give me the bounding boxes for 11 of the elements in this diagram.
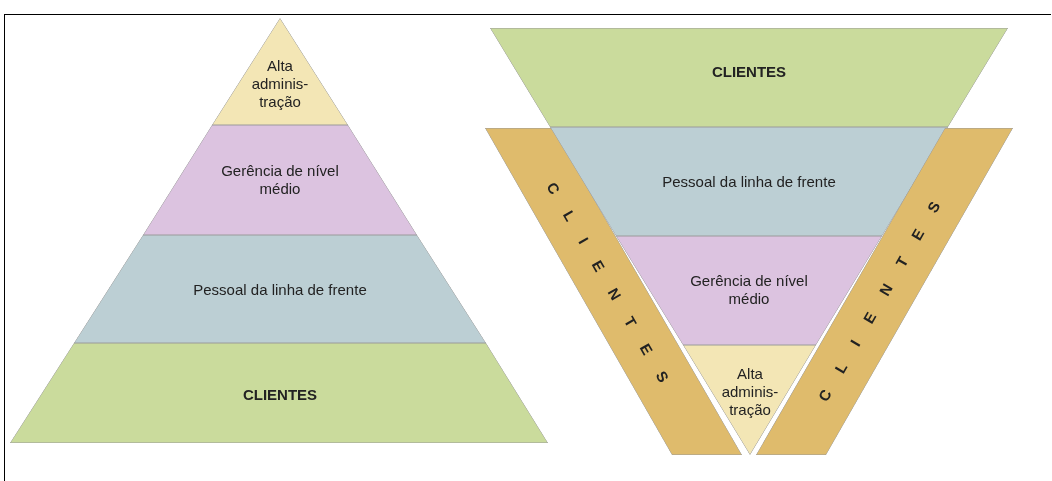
pyramid-tier [490,28,1008,127]
tier-label: Alta adminis- tração [250,57,310,111]
tier-label: CLIENTES [241,386,319,404]
tier-label: Gerência de nível médio [689,272,809,308]
pyramid-tier [74,235,486,343]
tier-label: Gerência de nível médio [220,162,340,198]
pyramid-tier [10,343,548,443]
tier-label: Alta adminis- tração [720,365,780,419]
tier-label: CLIENTES [710,63,788,81]
pyramid-tier [143,125,417,235]
tier-label: Pessoal da linha de frente [192,281,368,299]
